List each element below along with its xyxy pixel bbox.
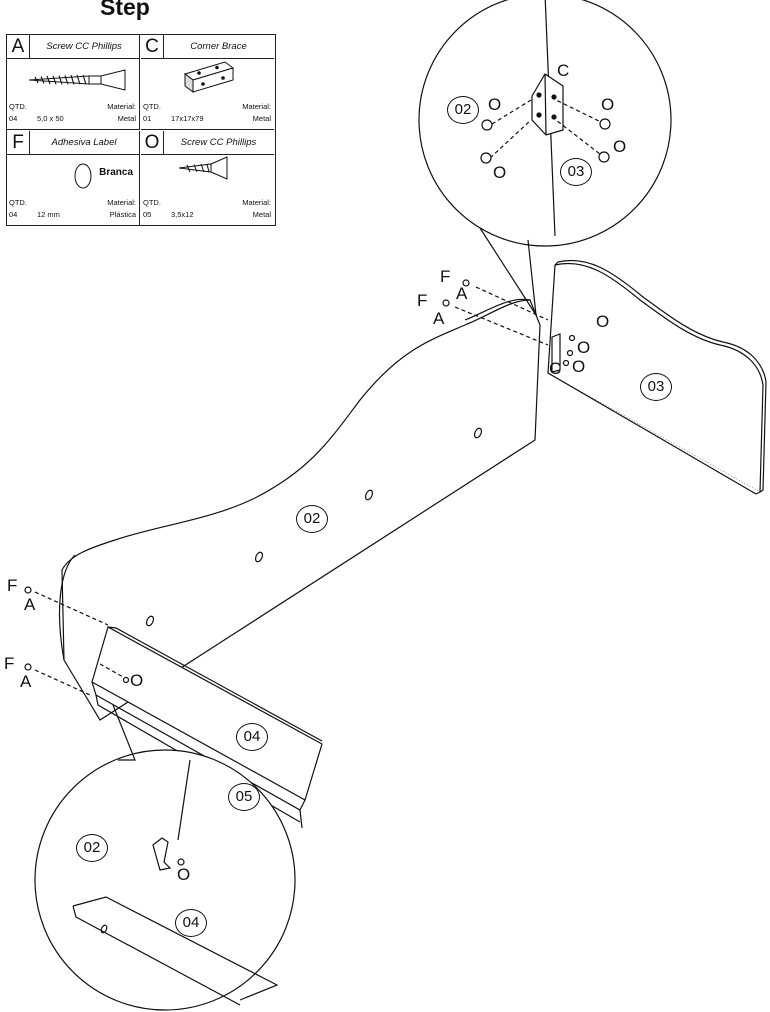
screw-label: O [601, 95, 615, 114]
assembly-lines [34, 286, 549, 696]
screw-a-label: A [456, 284, 468, 303]
part-qty: 05 [143, 210, 152, 219]
screw-o-label: O [577, 338, 591, 357]
label-f: F [440, 267, 451, 286]
part-letter: F [7, 131, 30, 154]
part-letter: O [141, 131, 164, 154]
round-label-icon [74, 163, 92, 189]
headboard-panel [58, 298, 541, 721]
part-number-03: 03 [640, 373, 672, 401]
label-f: F [417, 291, 428, 310]
part-dims: 12 mm [37, 210, 60, 219]
part-dims: 5,0 x 50 [37, 114, 64, 123]
label-f: F [7, 576, 18, 595]
part-number-03: 03 [560, 158, 592, 186]
part-color: Branca [99, 167, 133, 178]
part-cell-a: A Screw CC Phillips QTD. Material: 04 5,… [7, 35, 140, 130]
label-f: F [4, 654, 15, 673]
part-dims: 3,5x12 [171, 210, 194, 219]
part-material: Metal [252, 114, 271, 123]
footboard-panel [547, 259, 767, 495]
part-name: Screw CC Phillips [180, 137, 257, 148]
part-cell-o: O Screw CC Phillips QTD. Material: 05 3,… [141, 131, 274, 226]
part-letter: A [7, 35, 30, 58]
part-number-05: 05 [228, 783, 260, 811]
screw-o-label: O [130, 671, 144, 690]
corner-brace-main [551, 333, 561, 373]
step-title: Step [100, 0, 150, 20]
part-material: Metal [252, 210, 271, 219]
part-qty: 04 [9, 114, 18, 123]
corner-brace-icon [183, 61, 235, 93]
part-name: Screw CC Phillips [46, 41, 122, 52]
part-material: Plástica [109, 210, 136, 219]
part-number-04: 04 [175, 909, 207, 937]
part-dims: 17x17x79 [171, 114, 204, 123]
screw-o-label: O [596, 312, 610, 331]
screw-a-label: A [20, 672, 32, 691]
part-qty: 04 [9, 210, 18, 219]
part-number-02: 02 [447, 96, 479, 124]
part-name: Adhesiva Label [51, 137, 117, 148]
part-cell-c: C Corner Brace QTD. Material: 01 17x17x7… [141, 35, 274, 130]
screw-label: O [493, 163, 507, 182]
screw-label: O [488, 95, 502, 114]
part-material: Metal [117, 114, 136, 123]
part-name: Corner Brace [190, 41, 247, 52]
part-qty: 01 [143, 114, 152, 123]
brace-c-label: C [549, 359, 562, 378]
brace-label: C [557, 61, 570, 80]
part-number-04: 04 [236, 723, 268, 751]
parts-table: A Screw CC Phillips QTD. Material: 04 5,… [6, 34, 276, 226]
screw-a-label: A [24, 595, 36, 614]
bottom-detail-zoom [34, 704, 296, 1011]
top-detail-zoom [418, 0, 672, 316]
part-letter: C [141, 35, 164, 58]
part-number-02: 02 [296, 505, 328, 533]
long-screw-icon [28, 69, 126, 91]
short-screw-icon [178, 156, 228, 180]
part-number-02: 02 [76, 834, 108, 862]
screw-label: O [613, 137, 627, 156]
screw-markers [24, 279, 576, 684]
screw-o-label: O [572, 357, 586, 376]
part-cell-f: F Adhesiva Label Branca QTD. Material: 0… [7, 131, 140, 226]
screw-o-label: O [177, 865, 191, 884]
screw-a-label: A [433, 309, 445, 328]
